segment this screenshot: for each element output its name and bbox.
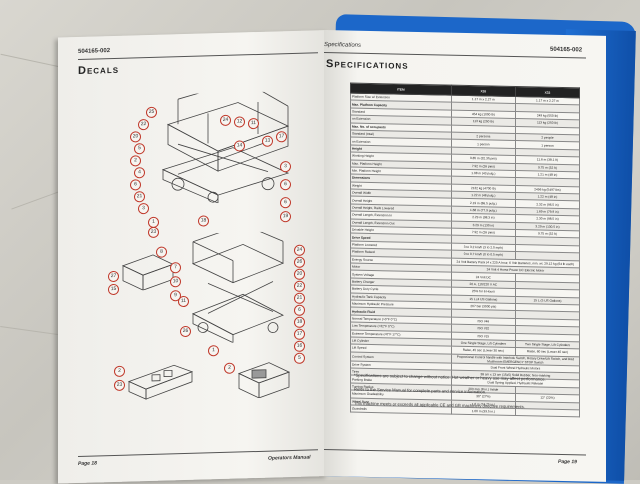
callout-marker: 5	[294, 352, 305, 364]
right-page-specifications: Specifications 504165-002 Specifications…	[324, 30, 606, 482]
control-box-diagram	[121, 254, 175, 291]
header-rule	[78, 52, 318, 60]
callout-marker: 1	[148, 216, 159, 229]
callout-marker: 20	[130, 131, 141, 143]
callout-marker: 26	[294, 256, 305, 268]
callout-marker: 3	[138, 202, 149, 215]
doc-number: 504165-002	[78, 48, 111, 55]
callout-marker: 24	[294, 244, 305, 256]
callouts-mid-right: 24 26 20 22 21 6 18 17 16 11 26 1 5	[58, 30, 328, 364]
callouts-top: 25 22 20 5 2 4 6 21 3 24 12 11 14 13 17 …	[58, 30, 328, 239]
callout-marker: 23	[148, 226, 159, 239]
pump-module-diagram	[237, 362, 291, 399]
header-rule	[324, 52, 586, 59]
callout-marker: 15	[108, 283, 119, 296]
battery-tray-diagram	[127, 364, 194, 400]
scissor-lift-diagram-top	[161, 90, 290, 204]
callout-marker: 4	[134, 167, 145, 179]
callout-marker: 20	[294, 268, 305, 280]
manual-name: Operators Manual	[268, 454, 311, 462]
callout-marker: 2	[130, 155, 141, 167]
page-title: Decals	[78, 63, 120, 77]
page-title: Specifications	[326, 58, 409, 72]
callout-marker: 19	[280, 211, 291, 223]
callout-marker: 6	[130, 179, 141, 191]
doc-number: 504165-002	[550, 46, 583, 54]
callout-marker: 18	[198, 215, 209, 227]
callout-marker: 7	[170, 262, 181, 274]
footer-rule	[324, 449, 586, 456]
open-manual: 504165-002 Decals 25 22 20 5	[58, 30, 606, 484]
callout-marker: 6	[280, 197, 291, 209]
left-page-decals: 504165-002 Decals 25 22 20 5	[58, 30, 328, 484]
header-section: Specifications	[324, 42, 362, 49]
callout-marker: 17	[294, 328, 305, 340]
callout-marker: 10	[170, 276, 181, 288]
callouts-mid-left: 8 7 27 15 10 9	[58, 30, 328, 302]
page-number: Page 19	[558, 458, 577, 466]
callout-marker: 22	[294, 280, 305, 292]
scissor-lift-diagram-middle	[191, 231, 285, 344]
callout-marker: 1	[208, 345, 219, 357]
callout-marker: 21	[294, 292, 305, 304]
callout-marker: 6	[294, 304, 305, 316]
page-number: Page 18	[78, 460, 97, 467]
callout-marker: 16	[294, 340, 305, 352]
callout-marker: 21	[134, 191, 145, 203]
callout-marker: 18	[294, 316, 305, 328]
callout-marker: 5	[134, 143, 145, 155]
